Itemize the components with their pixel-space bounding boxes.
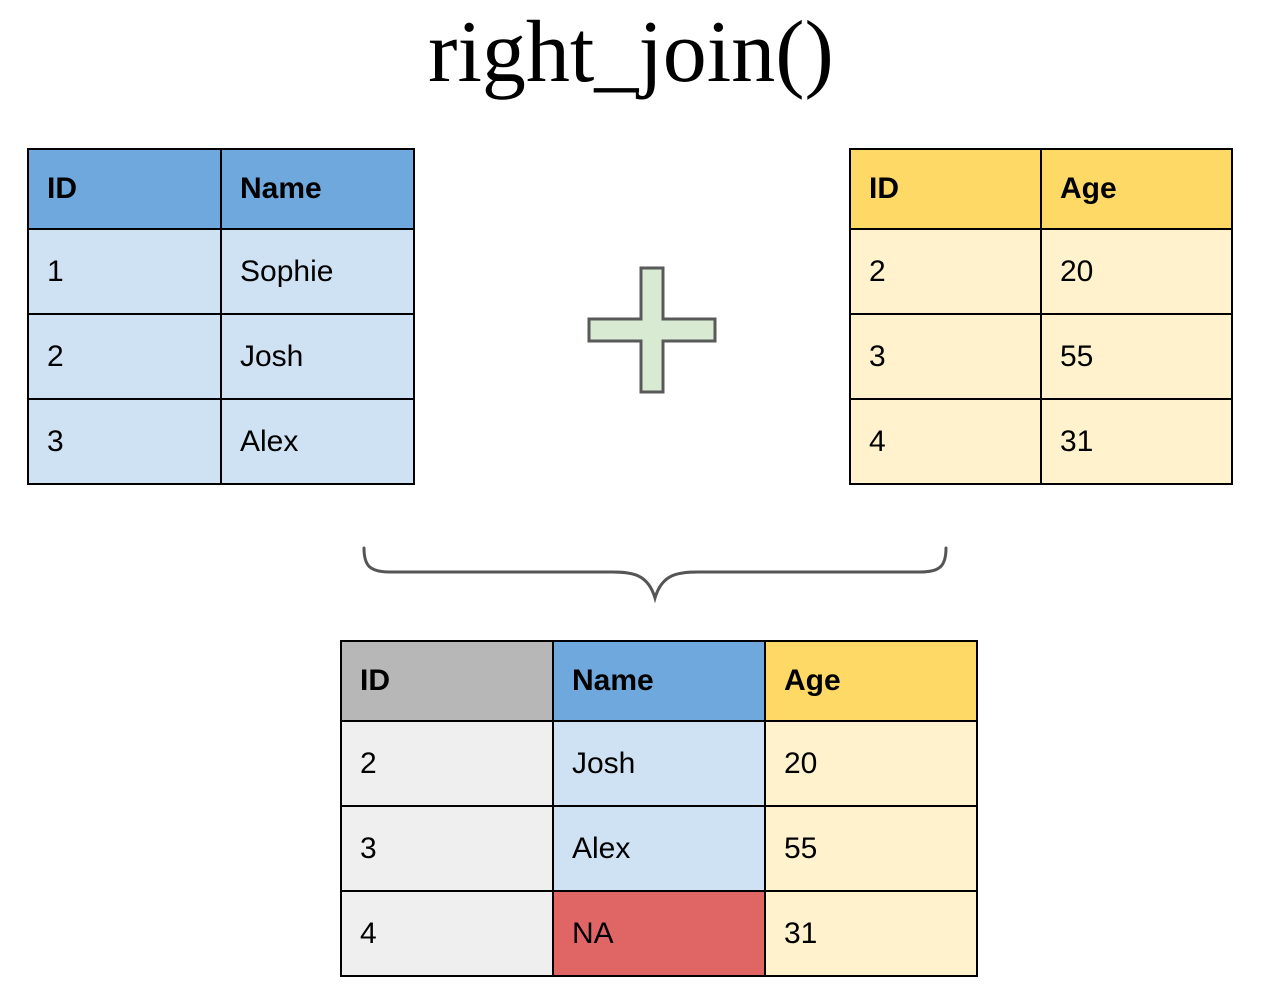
right-table-header-id: ID	[849, 148, 1042, 230]
result-table-header-id: ID	[340, 640, 554, 722]
result-table-header-row: ID Name Age	[340, 640, 978, 722]
left-table-header-name: Name	[220, 148, 415, 230]
table-cell: 20	[1040, 228, 1233, 315]
page-title: right_join()	[428, 4, 834, 101]
right-table-header-row: ID Age	[849, 148, 1233, 230]
table-row: 1 Sophie	[27, 228, 415, 315]
table-cell: 2	[849, 228, 1042, 315]
table-cell: 1	[27, 228, 222, 315]
table-cell: 2	[27, 313, 222, 400]
table-cell: Josh	[552, 720, 766, 807]
left-table: ID Name 1 Sophie 2 Josh 3 Alex	[27, 148, 415, 485]
brace-icon	[360, 542, 952, 604]
plus-icon	[587, 266, 717, 394]
result-na-cell: NA	[552, 890, 766, 977]
table-cell: 3	[27, 398, 222, 485]
table-cell: Alex	[552, 805, 766, 892]
table-cell: 55	[764, 805, 978, 892]
table-row: 4 NA 31	[340, 890, 978, 977]
table-row: 3 55	[849, 313, 1233, 400]
table-cell: 4	[849, 398, 1042, 485]
table-cell: 55	[1040, 313, 1233, 400]
result-table-header-age: Age	[764, 640, 978, 722]
table-cell: Alex	[220, 398, 415, 485]
table-cell: 4	[340, 890, 554, 977]
right-table: ID Age 2 20 3 55 4 31	[849, 148, 1233, 485]
table-row: 4 31	[849, 398, 1233, 485]
left-table-header-row: ID Name	[27, 148, 415, 230]
table-row: 2 20	[849, 228, 1233, 315]
result-table: ID Name Age 2 Josh 20 3 Alex 55 4 NA 31	[340, 640, 978, 977]
table-cell: 20	[764, 720, 978, 807]
table-row: 3 Alex	[27, 398, 415, 485]
table-row: 3 Alex 55	[340, 805, 978, 892]
right-table-header-age: Age	[1040, 148, 1233, 230]
table-cell: 3	[340, 805, 554, 892]
left-table-header-id: ID	[27, 148, 222, 230]
table-cell: 3	[849, 313, 1042, 400]
table-cell: 2	[340, 720, 554, 807]
result-table-header-name: Name	[552, 640, 766, 722]
table-row: 2 Josh	[27, 313, 415, 400]
table-cell: Josh	[220, 313, 415, 400]
table-cell: 31	[764, 890, 978, 977]
table-cell: Sophie	[220, 228, 415, 315]
table-cell: 31	[1040, 398, 1233, 485]
table-row: 2 Josh 20	[340, 720, 978, 807]
